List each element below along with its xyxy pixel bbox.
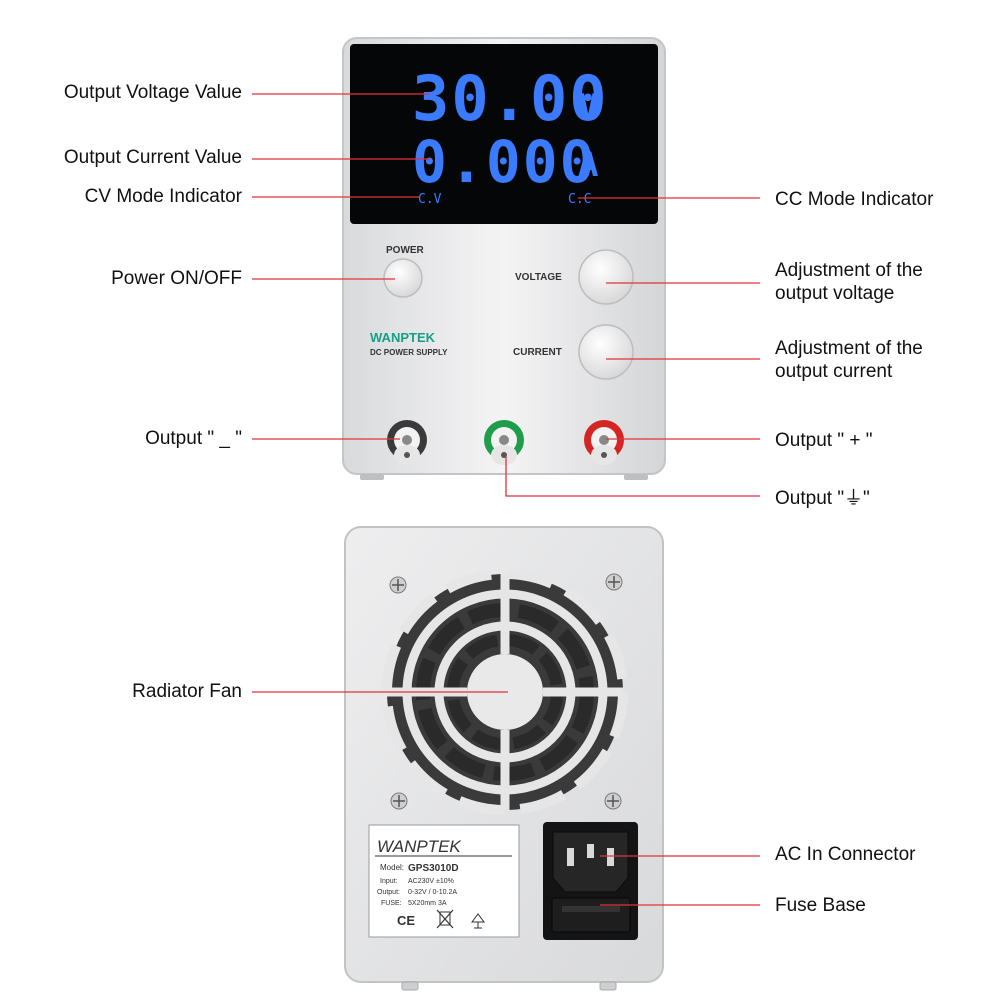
label-adjust-current-line2: output current	[775, 361, 893, 382]
weee-bin-icon	[436, 909, 454, 929]
rating-plate: WANPTEK Model: GPS3010D Input: AC230V ±1…	[368, 824, 520, 938]
plate-fuse-label: FUSE:	[381, 900, 402, 907]
current-knob-label: CURRENT	[513, 347, 562, 358]
power-label: POWER	[386, 245, 425, 256]
label-output-voltage-value: Output Voltage Value	[63, 82, 242, 103]
positive-terminal[interactable]	[584, 420, 624, 465]
negative-terminal[interactable]	[387, 420, 427, 465]
plate-model-label: Model:	[380, 863, 404, 872]
label-radiator-fan: Radiator Fan	[132, 681, 242, 702]
leader-line-ground	[505, 455, 760, 497]
label-fuse-base: Fuse Base	[775, 895, 866, 916]
current-reading: 0.000	[412, 128, 597, 196]
cv-indicator: C.V	[418, 192, 442, 207]
screw-icon	[389, 573, 623, 810]
plate-output-label: Output:	[377, 889, 400, 896]
power-button[interactable]	[383, 258, 423, 298]
label-cc-mode-indicator: CC Mode Indicator	[775, 189, 934, 210]
lcd-display	[350, 44, 658, 224]
cc-indicator: C.C	[568, 192, 591, 207]
label-cv-mode-indicator: CV Mode Indicator	[84, 186, 242, 207]
label-output-ground: Output "⏚"	[775, 488, 870, 509]
current-unit: A	[578, 145, 598, 185]
plate-input-value: AC230V ±10%	[408, 878, 454, 885]
brand-subtitle: DC POWER SUPPLY	[370, 348, 448, 357]
current-knob[interactable]	[578, 324, 634, 380]
label-adjust-current-line1: Adjustment of the	[775, 338, 923, 359]
label-output-positive: Output " + "	[775, 430, 873, 451]
fuse-base[interactable]	[551, 897, 631, 933]
label-output-negative: Output " _ "	[145, 428, 242, 449]
plate-brand: WANPTEK	[377, 837, 461, 856]
voltage-unit: V	[578, 87, 598, 127]
label-ac-in-connector: AC In Connector	[775, 844, 916, 865]
label-output-current-value: Output Current Value	[63, 147, 242, 168]
label-adjust-voltage-line2: output voltage	[775, 283, 895, 304]
label-adjust-voltage-line1: Adjustment of the	[775, 260, 923, 281]
ground-terminal[interactable]	[484, 420, 524, 465]
plate-model-value: GPS3010D	[408, 863, 459, 874]
ce-mark: CE	[397, 913, 415, 928]
voltage-knob[interactable]	[578, 249, 634, 305]
voltage-knob-label: VOLTAGE	[515, 272, 562, 283]
plate-fuse-value: 5X20mm 3A	[408, 900, 447, 907]
leader-lines	[252, 93, 760, 906]
rear-panel: WANPTEK Model: GPS3010D Input: AC230V ±1…	[344, 526, 664, 991]
brand-logo-text: WANPTEK	[370, 330, 436, 345]
class-two-icon	[471, 913, 485, 929]
label-power-on-off: Power ON/OFF	[111, 268, 242, 289]
front-panel: 30.00 V 0.000 A C.V C.C POWER VOLTAGE WA…	[342, 37, 666, 480]
plate-input-label: Input:	[380, 878, 398, 885]
plate-output-value: 0-32V / 0-10.2A	[408, 889, 457, 896]
voltage-reading: 30.00	[412, 62, 609, 135]
